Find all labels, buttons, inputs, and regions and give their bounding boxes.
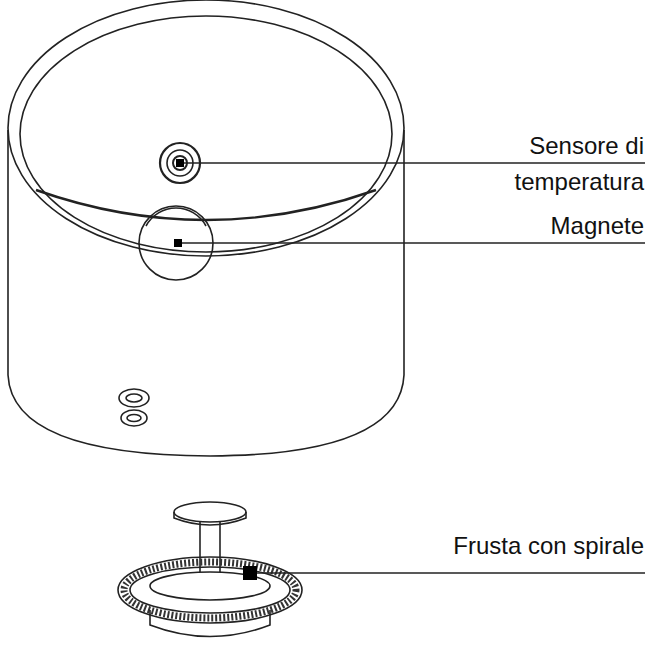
- whisk-handle: [174, 512, 246, 525]
- leader-dot: [174, 239, 182, 247]
- jug-inner-rim: [20, 16, 392, 252]
- button: [119, 389, 149, 407]
- whisk-spiral: [130, 567, 290, 613]
- leader-dot: [176, 159, 184, 167]
- part-label: Frusta con spirale: [414, 532, 644, 560]
- jug-floor-edge: [36, 190, 376, 220]
- leader-line: [250, 572, 645, 573]
- button: [127, 415, 141, 422]
- whisk-handle: [174, 502, 246, 522]
- leader-line: [178, 242, 645, 243]
- magnet-highlight: [146, 208, 206, 226]
- leader-line: [180, 162, 645, 163]
- jug-rim: [8, 0, 404, 256]
- button: [126, 394, 142, 402]
- leader-dot: [243, 566, 257, 580]
- whisk-spiral: [118, 557, 302, 623]
- button: [121, 410, 147, 426]
- whisk-base: [150, 610, 270, 637]
- whisk-spiral: [124, 562, 296, 618]
- part-label: Sensore di temperatura: [454, 128, 644, 200]
- part-label: Magnete: [454, 212, 644, 240]
